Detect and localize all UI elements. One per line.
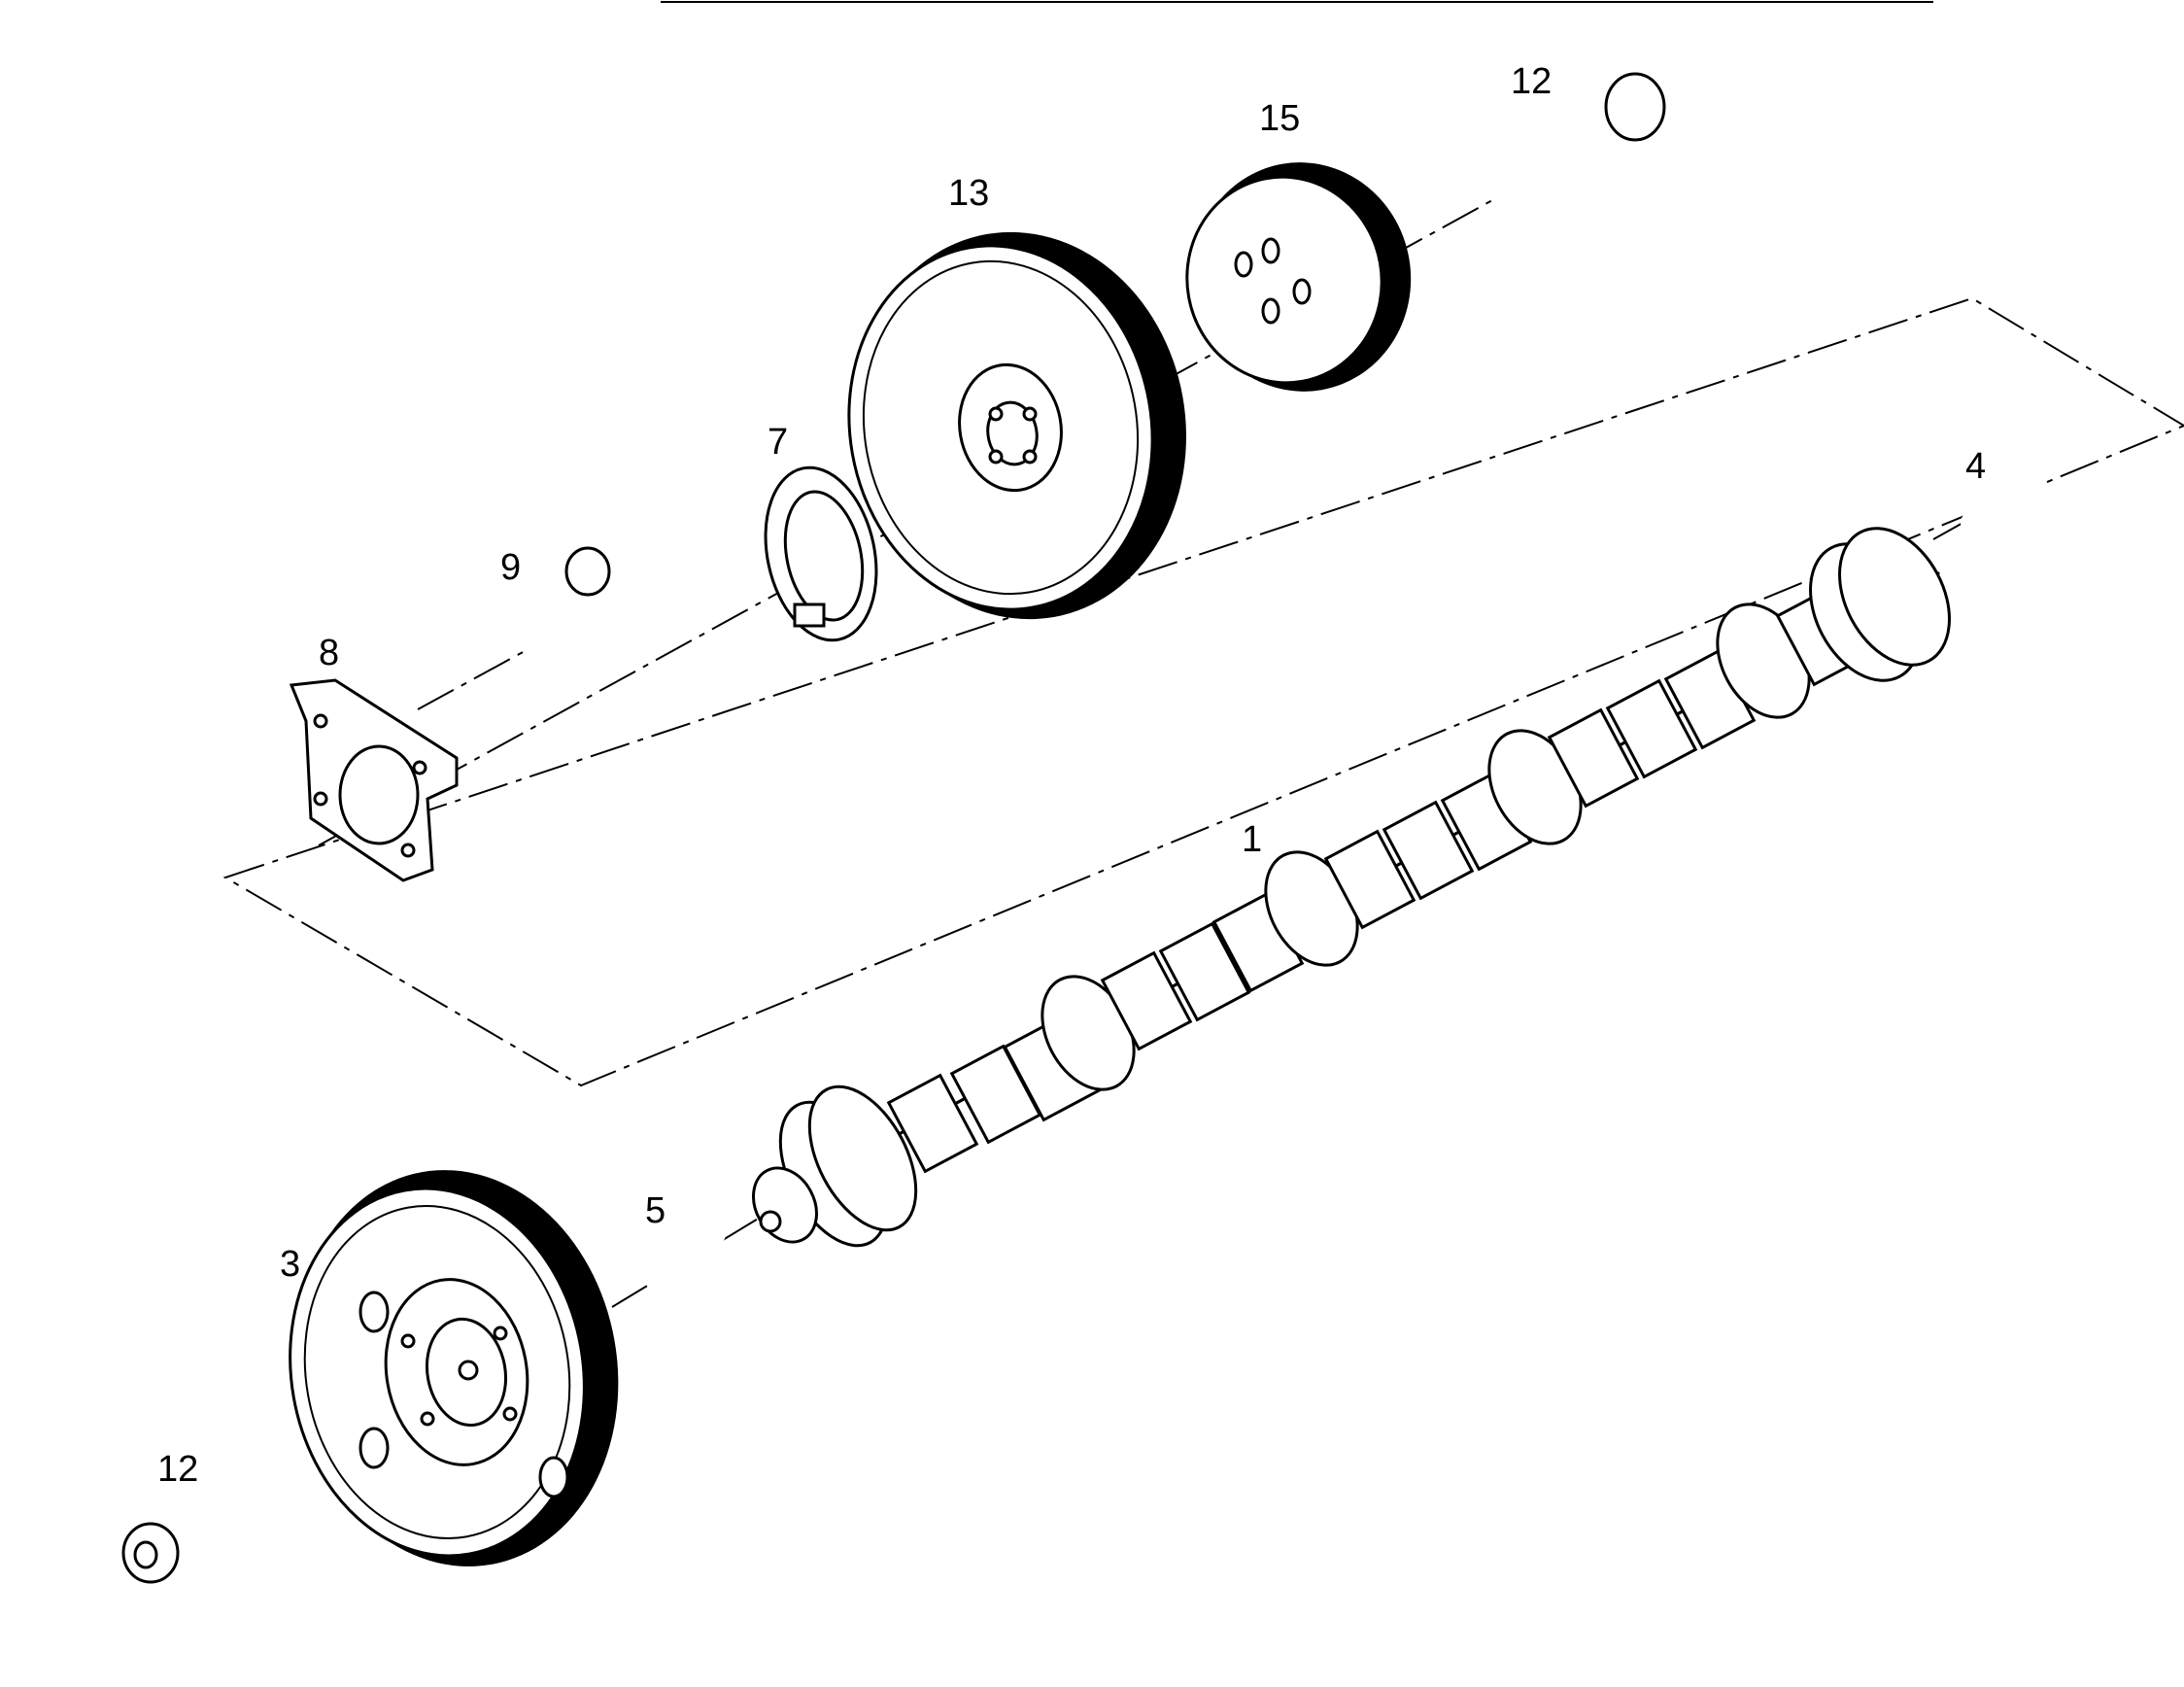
callout-1: 1: [1242, 819, 1262, 860]
gear-icon: [1185, 162, 1412, 392]
dowel-pin-icon: [1961, 474, 2047, 534]
callout-7: 7: [768, 422, 788, 463]
callout-labels: 1 3 4 5 7 8 9 12 12 13 15: [157, 61, 1986, 1490]
bolt-icon: [476, 546, 611, 646]
gear-icon: [847, 231, 1186, 620]
callout-9: 9: [500, 547, 521, 588]
thrust-washer-icon: [764, 465, 878, 642]
callout-15: 15: [1259, 98, 1300, 139]
dowel-pin-icon: [637, 1222, 726, 1285]
callout-12-top: 12: [1511, 61, 1552, 102]
callout-3: 3: [280, 1244, 300, 1285]
bolt-icon: [1484, 72, 1666, 198]
callout-8: 8: [319, 633, 339, 673]
camshaft-icon: [752, 527, 1951, 1248]
callout-12-bottom: 12: [157, 1449, 198, 1490]
assembly-group-boundary: [222, 296, 2184, 1087]
callout-4: 4: [1965, 446, 1986, 487]
bolt-icon: [121, 1467, 291, 1584]
gear-icon: [289, 1170, 619, 1566]
cam-lobes: [886, 527, 1951, 1174]
callout-13: 13: [948, 173, 989, 214]
flange-plate-icon: [289, 678, 459, 882]
callout-5: 5: [645, 1190, 665, 1231]
